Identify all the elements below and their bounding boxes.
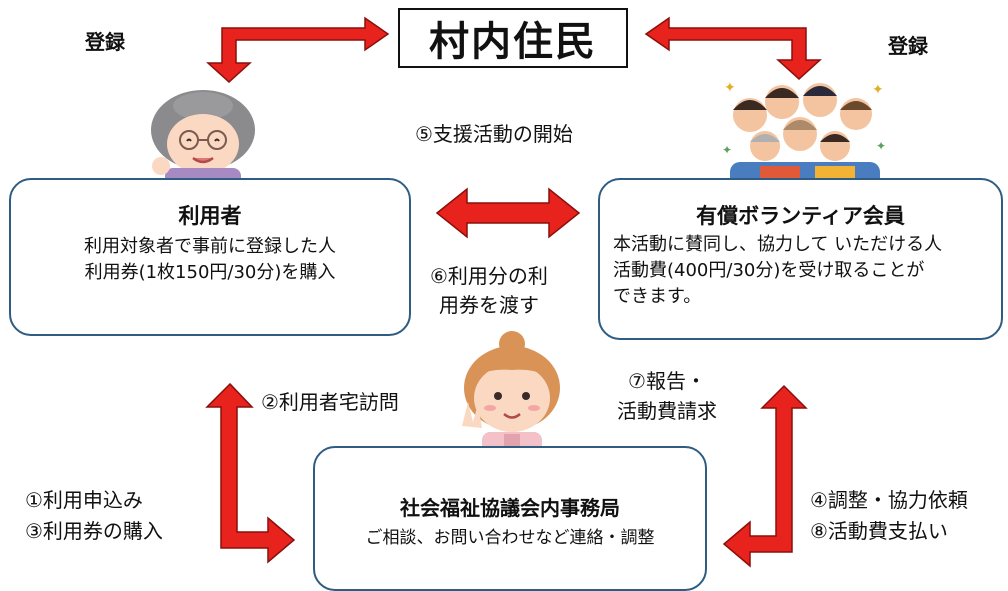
volunteer-line-1: 本活動に賛同し、協力して いただける人 [613,234,943,255]
user-line-1: 利用対象者で事前に登録した人 [84,236,336,257]
office-line: ご相談、お問い合わせなど連絡・調整 [365,528,655,548]
svg-text:✦: ✦ [724,80,736,96]
arrow-register-left [206,16,390,84]
register-left-label: 登録 [85,30,125,54]
volunteer-heading: 有償ボランティア会員 [696,204,905,228]
svg-text:✦: ✦ [876,139,886,153]
volunteers-group-illustration: ✦ ✦ ✦ ✦ [722,80,886,194]
residents-title: 村内住民 [398,8,628,68]
step7-line-2: 活動費請求 [617,399,717,423]
step4-line: ④調整・協力依頼 [810,488,968,512]
elderly-woman-illustration [151,90,255,186]
svg-text:✦: ✦ [872,82,884,98]
step6-label: ⑥利用分の利 用券を渡す [430,262,548,320]
right-steps-label: ④調整・協力依頼 ⑧活動費支払い [810,485,968,547]
step8-line: ⑧活動費支払い [810,519,948,543]
left-steps-label: ①利用申込み ③利用券の購入 [25,485,163,547]
step7-label: ⑦報告・ 活動費請求 [617,366,717,426]
step6-line-2: 用券を渡す [438,293,539,317]
svg-text:✦: ✦ [722,143,732,157]
step1-line: ①利用申込み [25,488,143,512]
step2-label: ②利用者宅訪問 [261,390,399,414]
arrow-user-volunteer [435,187,581,239]
user-heading: 利用者 [178,204,242,228]
volunteer-line-2: 活動費(400円/30分)を受け取ることが [613,260,925,281]
arrow-user-office [205,382,296,564]
step5-label: ⑤支援活動の開始 [415,122,573,146]
arrow-office-volunteer [722,384,808,568]
office-heading: 社会福祉協議会内事務局 [400,496,620,520]
staff-woman-illustration [462,331,560,456]
step7-line-1: ⑦報告・ [628,369,706,393]
step3-line: ③利用券の購入 [25,519,163,543]
user-line-2: 利用券(1枚150円/30分)を購入 [84,262,336,283]
register-right-label: 登録 [888,34,928,58]
volunteer-line-3: できます。 [613,286,702,307]
volunteer-panel: 有償ボランティア会員 本活動に賛同し、協力して いただける人 活動費(400円/… [598,178,1003,340]
office-panel: 社会福祉協議会内事務局 ご相談、お問い合わせなど連絡・調整 [313,446,707,591]
arrow-register-right [644,16,822,81]
user-panel: 利用者 利用対象者で事前に登録した人 利用券(1枚150円/30分)を購入 [9,178,411,336]
step6-line-1: ⑥利用分の利 [430,264,548,288]
